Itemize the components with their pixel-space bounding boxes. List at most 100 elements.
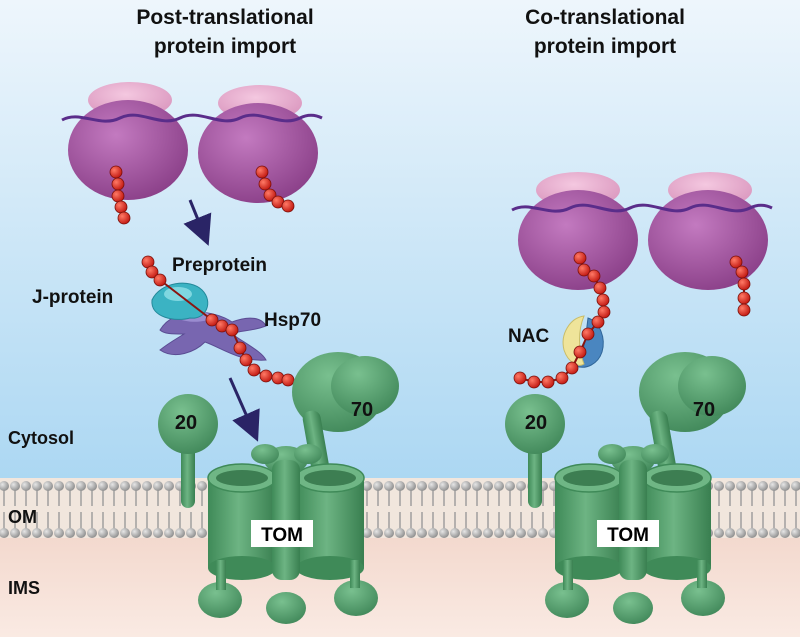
lipid-head <box>417 528 427 538</box>
peptide-bead <box>117 211 131 225</box>
lipid-head <box>483 481 493 491</box>
lipid-head <box>0 528 9 538</box>
peptide-bead <box>281 373 295 387</box>
lipid-head <box>54 528 64 538</box>
lipid-head <box>494 481 504 491</box>
post-title-line-1: Post-translational <box>136 6 313 29</box>
peptide-bead <box>587 269 601 283</box>
lipid-head <box>791 528 800 538</box>
lipid-head <box>483 528 493 538</box>
lipid-head <box>142 528 152 538</box>
lipid-head <box>406 528 416 538</box>
lipid-head <box>747 528 757 538</box>
lipid-head <box>10 528 20 538</box>
peptide-bead <box>109 165 123 179</box>
peptide-bead <box>527 375 541 389</box>
cytosol-label: Cytosol <box>8 428 74 448</box>
peptide-bead <box>259 369 273 383</box>
ribosome-left-1 <box>68 82 188 200</box>
lipid-head <box>505 481 515 491</box>
arrow-down-icon <box>183 199 212 246</box>
lipid-head <box>384 528 394 538</box>
lipid-head <box>736 528 746 538</box>
lipid-head <box>109 481 119 491</box>
lipid-head <box>736 481 746 491</box>
lipid-head <box>406 481 416 491</box>
peptide-bead <box>114 200 128 214</box>
mrna-strand-left <box>61 113 323 123</box>
peptide-bead <box>145 265 159 279</box>
peptide-bead <box>591 315 605 329</box>
lipid-head <box>43 528 53 538</box>
ims-label: IMS <box>8 578 40 598</box>
lipid-head <box>131 481 141 491</box>
lipid-head <box>780 528 790 538</box>
lipid-head <box>373 528 383 538</box>
lipid-head <box>516 528 526 538</box>
lipid-head <box>120 528 130 538</box>
lipid-head <box>197 481 207 491</box>
lipid-head <box>439 481 449 491</box>
peptide-bead <box>541 375 555 389</box>
lipid-head <box>725 528 735 538</box>
lipid-head <box>439 528 449 538</box>
peptide-bead <box>565 361 579 375</box>
post-title-line-2: protein import <box>154 35 296 58</box>
lipid-head <box>395 528 405 538</box>
j-protein-label: J-protein <box>32 287 113 308</box>
lipid-head <box>373 481 383 491</box>
tom70-label-left: 70 <box>351 399 373 421</box>
lipid-head <box>769 481 779 491</box>
nascent-chain-right-1 <box>513 251 611 389</box>
lipid-head <box>153 528 163 538</box>
peptide-bead <box>555 371 569 385</box>
nascent-chain-right-2 <box>729 255 751 317</box>
peptide-bead <box>258 177 272 191</box>
lipid-head <box>120 481 130 491</box>
lipid-head <box>505 528 515 538</box>
peptide-bead <box>513 371 527 385</box>
lipid-head <box>164 528 174 538</box>
lipid-head <box>175 528 185 538</box>
nascent-chain-left-2 <box>255 165 295 213</box>
tom-label-right: TOM <box>607 525 649 546</box>
lipid-head <box>461 528 471 538</box>
lipid-head <box>87 528 97 538</box>
peptide-bead <box>581 327 595 341</box>
co-title-line-2: protein import <box>534 35 676 58</box>
peptide-bead <box>111 177 125 191</box>
lipid-head <box>417 481 427 491</box>
peptide-bead <box>153 273 167 287</box>
peptide-bead <box>225 323 239 337</box>
lipid-head <box>197 528 207 538</box>
preprotein-label: Preprotein <box>172 255 267 276</box>
lipid-head <box>10 481 20 491</box>
lipid-head <box>472 528 482 538</box>
peptide-bead <box>593 281 607 295</box>
peptide-bead <box>577 263 591 277</box>
co-title-line-1: Co-translational <box>525 6 685 29</box>
lipid-head <box>450 528 460 538</box>
lipid-head <box>428 481 438 491</box>
lipid-head <box>769 528 779 538</box>
lipid-head <box>54 481 64 491</box>
peptide-bead <box>737 277 751 291</box>
lipid-head <box>791 481 800 491</box>
peptide-bead <box>281 199 295 213</box>
lipid-head <box>538 528 548 538</box>
lipid-head <box>65 481 75 491</box>
lipid-head <box>32 528 42 538</box>
lipid-head <box>758 481 768 491</box>
tom-complex-right <box>505 352 746 624</box>
lipid-head <box>98 528 108 538</box>
peptide-bead <box>111 189 125 203</box>
lipid-head <box>714 528 724 538</box>
om-label: OM <box>8 507 37 527</box>
peptide-bead <box>573 251 587 265</box>
lipid-head <box>472 481 482 491</box>
lipid-head <box>428 528 438 538</box>
tom-label-left: TOM <box>261 525 303 546</box>
lipid-head <box>32 481 42 491</box>
lipid-head <box>780 481 790 491</box>
